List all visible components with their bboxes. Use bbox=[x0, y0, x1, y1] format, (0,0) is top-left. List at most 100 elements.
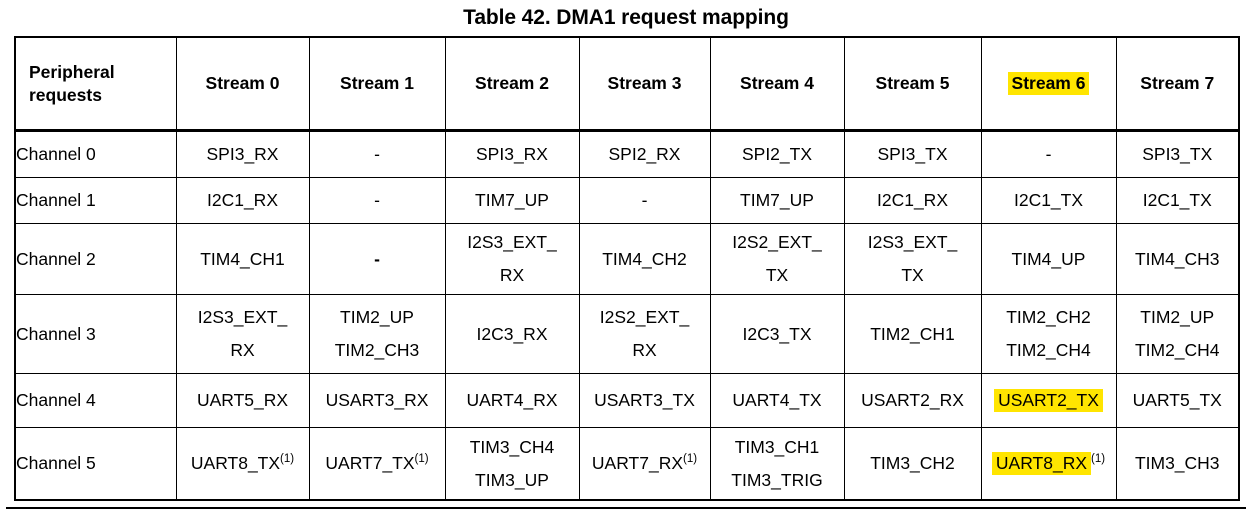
highlighted-value: UART8_RX bbox=[991, 452, 1092, 475]
cell-line-2: RX bbox=[632, 340, 657, 360]
cell-line-2: TX bbox=[765, 265, 789, 285]
cell-ch5-s3: UART7_RX(1) bbox=[578, 427, 711, 501]
cell-ch2-s6: TIM4_UP bbox=[980, 223, 1117, 295]
cell-ch4-s5: USART2_RX bbox=[843, 373, 982, 428]
table-row: Channel 0 SPI3_RX - SPI3_RX SPI2_RX SPI2… bbox=[14, 130, 1240, 178]
cell-ch3-s4: I2C3_TX bbox=[709, 294, 845, 374]
cell-line-2: TIM2_CH4 bbox=[1134, 340, 1220, 360]
cell-line-1: TIM2_UP bbox=[340, 307, 414, 327]
cell-line-1: TIM3_CH4 bbox=[469, 436, 555, 457]
cell-line-1: I2S3_EXT_ bbox=[467, 232, 557, 252]
cell-line-1: I2S2_EXT_ bbox=[732, 232, 822, 252]
cell-line-2: TX bbox=[901, 265, 924, 285]
row-label-channel-1: Channel 1 bbox=[14, 177, 177, 224]
cell-value: UART7_RX bbox=[591, 453, 684, 473]
cell-ch2-s1: - bbox=[308, 223, 446, 295]
table-row: Channel 3 I2S3_EXT_ RX TIM2_UP TIM2_CH3 … bbox=[14, 294, 1240, 374]
cell-ch3-s5: TIM2_CH1 bbox=[843, 294, 982, 374]
cell-ch0-s0: SPI3_RX bbox=[175, 130, 310, 178]
table-caption: Table 42. DMA1 request mapping bbox=[463, 6, 789, 29]
cell-ch0-s6: - bbox=[980, 130, 1117, 178]
header-stream-1-label: Stream 1 bbox=[340, 73, 414, 93]
header-stream-0: Stream 0 bbox=[175, 36, 310, 131]
header-stream-4-label: Stream 4 bbox=[740, 73, 814, 93]
table-row: Channel 2 TIM4_CH1 - I2S3_EXT_ RX TIM4_C… bbox=[14, 223, 1240, 295]
cell-line-2: TIM3_TRIG bbox=[731, 469, 823, 490]
cell-ch2-s4: I2S2_EXT_ TX bbox=[709, 223, 845, 295]
cell-ch4-s4: UART4_TX bbox=[709, 373, 845, 428]
table-row: Channel 5 UART8_TX(1) UART7_TX(1) TIM3_C… bbox=[14, 427, 1240, 501]
table-row: Channel 4 UART5_RX USART3_RX UART4_RX US… bbox=[14, 373, 1240, 428]
cell-ch3-s7: TIM2_UP TIM2_CH4 bbox=[1115, 294, 1240, 374]
cell-ch4-s0: UART5_RX bbox=[175, 373, 310, 428]
cell-ch2-s5: I2S3_EXT_ TX bbox=[843, 223, 982, 295]
header-stream-2: Stream 2 bbox=[444, 36, 580, 131]
cell-ch5-s0: UART8_TX(1) bbox=[175, 427, 310, 501]
cell-ch1-s0: I2C1_RX bbox=[175, 177, 310, 224]
table-header: Peripheral requests Stream 0 Stream 1 St… bbox=[14, 36, 1240, 131]
header-stream-2-label: Stream 2 bbox=[475, 73, 549, 93]
cell-line-1: I2S2_EXT_ bbox=[599, 307, 690, 327]
cell-ch5-s6: UART8_RX(1) bbox=[980, 427, 1117, 501]
cell-line-1: TIM2_UP bbox=[1140, 307, 1215, 327]
header-stream-5: Stream 5 bbox=[843, 36, 982, 131]
cell-ch1-s3: - bbox=[578, 177, 711, 224]
cell-ch2-s3: TIM4_CH2 bbox=[578, 223, 711, 295]
cell-ch0-s5: SPI3_TX bbox=[843, 130, 982, 178]
header-stream-0-label: Stream 0 bbox=[205, 73, 280, 93]
cell-ch3-s3: I2S2_EXT_ RX bbox=[578, 294, 711, 374]
cell-line-1: I2S3_EXT_ bbox=[867, 232, 958, 252]
cell-ch1-s4: TIM7_UP bbox=[709, 177, 845, 224]
cell-ch2-s2: I2S3_EXT_ RX bbox=[444, 223, 580, 295]
cell-value: UART8_TX bbox=[190, 453, 281, 473]
cell-line-2: RX bbox=[499, 265, 525, 285]
cell-ch5-s5: TIM3_CH2 bbox=[843, 427, 982, 501]
header-stream-7-label: Stream 7 bbox=[1140, 73, 1215, 93]
header-peripheral-requests: Peripheral requests bbox=[14, 36, 177, 131]
row-label-channel-3: Channel 3 bbox=[14, 294, 177, 374]
page-footer-rule bbox=[6, 507, 1246, 509]
cell-line-2: RX bbox=[230, 340, 255, 360]
footnote-ref: (1) bbox=[414, 453, 429, 466]
cell-ch1-s7: I2C1_TX bbox=[1115, 177, 1240, 224]
header-stream-1: Stream 1 bbox=[308, 36, 446, 131]
table-row: Channel 1 I2C1_RX - TIM7_UP - TIM7_UP I2… bbox=[14, 177, 1240, 224]
dma1-request-mapping-table-container: Peripheral requests Stream 0 Stream 1 St… bbox=[14, 36, 1240, 501]
header-row: Peripheral requests Stream 0 Stream 1 St… bbox=[14, 36, 1240, 131]
cell-ch3-s0: I2S3_EXT_ RX bbox=[175, 294, 310, 374]
cell-ch0-s2: SPI3_RX bbox=[444, 130, 580, 178]
cell-ch0-s1: - bbox=[308, 130, 446, 178]
cell-ch4-s3: USART3_TX bbox=[578, 373, 711, 428]
cell-ch5-s2: TIM3_CH4 TIM3_UP bbox=[444, 427, 580, 501]
cell-line-2: TIM2_CH3 bbox=[334, 340, 420, 360]
cell-line-1: TIM2_CH2 bbox=[1006, 307, 1091, 327]
cell-value: UART7_TX bbox=[325, 453, 415, 473]
table-body: Channel 0 SPI3_RX - SPI3_RX SPI2_RX SPI2… bbox=[14, 130, 1240, 501]
cell-ch3-s6: TIM2_CH2 TIM2_CH4 bbox=[980, 294, 1117, 374]
header-stream-3: Stream 3 bbox=[578, 36, 711, 131]
highlighted-value: USART2_TX bbox=[994, 389, 1103, 412]
row-label-channel-5: Channel 5 bbox=[14, 427, 177, 501]
cell-ch4-s2: UART4_RX bbox=[444, 373, 580, 428]
cell-line-1: I2S3_EXT_ bbox=[197, 307, 288, 327]
cell-ch4-s6: USART2_TX bbox=[980, 373, 1117, 428]
cell-ch1-s6: I2C1_TX bbox=[980, 177, 1117, 224]
header-stream-6-label: Stream 6 bbox=[1007, 72, 1090, 95]
cell-ch0-s7: SPI3_TX bbox=[1115, 130, 1240, 178]
cell-ch4-s1: USART3_RX bbox=[308, 373, 446, 428]
footnote-ref: (1) bbox=[1091, 453, 1106, 466]
cell-ch0-s4: SPI2_TX bbox=[709, 130, 845, 178]
cell-line-2: TIM2_CH4 bbox=[1006, 340, 1091, 360]
row-label-channel-0: Channel 0 bbox=[14, 130, 177, 178]
header-stream-7: Stream 7 bbox=[1115, 36, 1240, 131]
cell-ch1-s1: - bbox=[308, 177, 446, 224]
cell-ch3-s2: I2C3_RX bbox=[444, 294, 580, 374]
row-label-channel-4: Channel 4 bbox=[14, 373, 177, 428]
dma1-request-mapping-table: Peripheral requests Stream 0 Stream 1 St… bbox=[14, 36, 1240, 501]
cell-line-1: TIM3_CH1 bbox=[734, 436, 820, 457]
cell-ch4-s7: UART5_TX bbox=[1115, 373, 1240, 428]
cell-ch1-s2: TIM7_UP bbox=[444, 177, 580, 224]
cell-ch5-s1: UART7_TX(1) bbox=[308, 427, 446, 501]
footnote-ref: (1) bbox=[683, 453, 698, 466]
cell-line-2: TIM3_UP bbox=[475, 469, 549, 490]
